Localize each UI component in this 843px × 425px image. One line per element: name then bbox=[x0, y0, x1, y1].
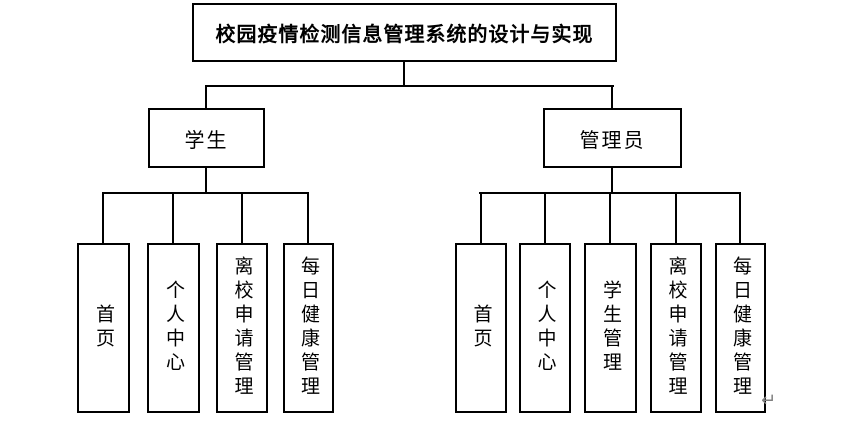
paragraph-return-mark-icon: ↵ bbox=[761, 390, 777, 410]
connector-student-stem bbox=[205, 167, 207, 194]
leaf-node-student-leave-application: 离校申请管理 bbox=[216, 243, 268, 413]
leaf-label: 首页 bbox=[470, 304, 492, 352]
leaf-label: 首页 bbox=[93, 304, 114, 352]
connector-drop-admin-leaf4 bbox=[675, 192, 677, 244]
connector-drop-admin-leaf2 bbox=[544, 192, 546, 244]
leaf-node-admin-student-management: 学生管理 bbox=[584, 243, 637, 413]
leaf-node-admin-daily-health: 每日健康管理 bbox=[715, 243, 766, 413]
leaf-node-admin-home: 首页 bbox=[455, 243, 507, 413]
connector-student-horizontal bbox=[102, 192, 309, 194]
connector-level1-horizontal bbox=[206, 85, 614, 87]
connector-drop-admin-leaf5 bbox=[739, 192, 741, 244]
leaf-node-admin-leave-application: 离校申请管理 bbox=[650, 243, 702, 413]
branch-node-admin: 管理员 bbox=[543, 108, 682, 168]
root-node-title: 校园疫情检测信息管理系统的设计与实现 bbox=[192, 3, 617, 62]
connector-drop-student-leaf4 bbox=[307, 192, 309, 244]
branch-node-student: 学生 bbox=[148, 108, 265, 168]
leaf-label: 个人中心 bbox=[534, 280, 556, 376]
connector-drop-admin bbox=[611, 85, 613, 110]
connector-drop-admin-leaf3 bbox=[609, 192, 611, 244]
leaf-node-student-daily-health: 每日健康管理 bbox=[283, 243, 334, 413]
leaf-label: 学生管理 bbox=[600, 280, 621, 376]
connector-drop-student-leaf2 bbox=[172, 192, 174, 244]
connector-drop-admin-leaf1 bbox=[480, 192, 482, 244]
connector-admin-stem bbox=[611, 167, 613, 194]
leaf-node-admin-personal-center: 个人中心 bbox=[519, 243, 571, 413]
leaf-label: 离校申请管理 bbox=[231, 256, 253, 400]
leaf-label: 每日健康管理 bbox=[298, 256, 319, 400]
leaf-label: 每日健康管理 bbox=[730, 256, 751, 400]
leaf-label: 个人中心 bbox=[163, 280, 184, 376]
leaf-node-student-home: 首页 bbox=[77, 243, 130, 413]
connector-drop-student bbox=[205, 85, 207, 110]
connector-root-stem bbox=[403, 62, 405, 86]
connector-drop-student-leaf3 bbox=[241, 192, 243, 244]
connector-drop-student-leaf1 bbox=[102, 192, 104, 244]
leaf-label: 离校申请管理 bbox=[665, 256, 687, 400]
leaf-node-student-personal-center: 个人中心 bbox=[147, 243, 200, 413]
